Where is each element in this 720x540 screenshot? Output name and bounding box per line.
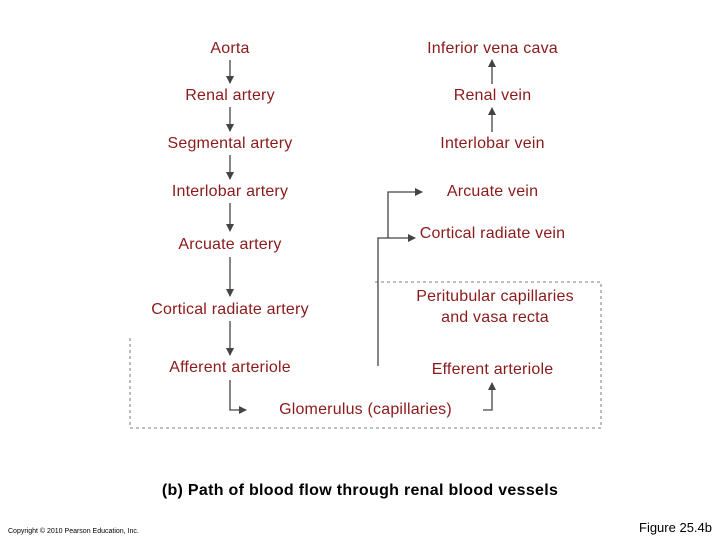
label-arcuate-vein: Arcuate vein bbox=[446, 183, 539, 200]
label-cortical-radiate-vein: Cortical radiate vein bbox=[419, 225, 566, 242]
label-cortical-radiate-artery: Cortical radiate artery bbox=[151, 301, 309, 318]
label-aorta: Aorta bbox=[210, 40, 250, 57]
figure-number: Figure 25.4b bbox=[639, 520, 712, 535]
dotted-region-outline bbox=[129, 281, 602, 429]
label-efferent-arteriole: Efferent arteriole bbox=[431, 361, 554, 378]
label-inferior-vena-cava: Inferior vena cava bbox=[427, 40, 558, 57]
label-renal-vein: Renal vein bbox=[453, 87, 532, 104]
label-interlobar-vein: Interlobar vein bbox=[440, 135, 545, 152]
arrow-peritubular-cortical-radiate-vein bbox=[377, 234, 416, 318]
label-glomerulus: Glomerulus (capillaries) bbox=[279, 401, 452, 418]
label-peritubular-capillaries: Peritubular capillaries and vasa recta bbox=[416, 288, 574, 326]
copyright-notice: Copyright © 2010 Pearson Education, Inc. bbox=[8, 528, 139, 535]
figure-caption: (b) Path of blood flow through renal blo… bbox=[161, 482, 559, 499]
label-renal-artery: Renal artery bbox=[185, 87, 275, 104]
label-afferent-arteriole: Afferent arteriole bbox=[169, 359, 291, 376]
label-arcuate-artery: Arcuate artery bbox=[178, 236, 282, 253]
arrow-glomerulus-efferent bbox=[483, 382, 496, 411]
arrow-afferent-glomerulus bbox=[229, 380, 247, 414]
label-segmental-artery: Segmental artery bbox=[167, 135, 293, 152]
label-interlobar-artery: Interlobar artery bbox=[171, 183, 289, 200]
arrow-cortical-radiate-arcuate-vein bbox=[387, 188, 423, 238]
